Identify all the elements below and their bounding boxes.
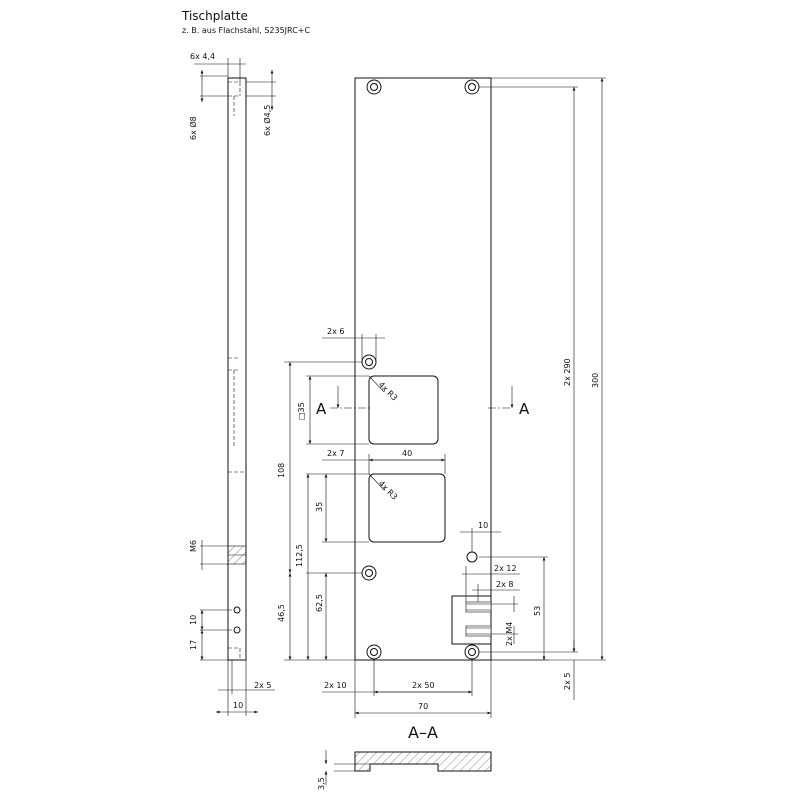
mid-hole-upper [361, 354, 377, 370]
dim-46-5: 46,5 [277, 604, 286, 622]
dim-53: 53 [533, 606, 542, 616]
corner-hole-bottom-right [464, 644, 480, 660]
dim-3-5: 3,5 [317, 777, 326, 790]
dim-2x5-right: 2x 5 [563, 673, 572, 690]
dim-70: 70 [418, 702, 428, 711]
pocket-lower [368, 473, 446, 543]
dim-2x12: 2x 12 [494, 564, 517, 573]
dim-6x-dia8: 6x Ø8 [188, 116, 198, 140]
corner-hole-bottom-left [366, 644, 382, 660]
dim-300: 300 [591, 373, 600, 388]
dim-2x290: 2x 290 [563, 358, 572, 386]
drawing-subtitle: z. B. aus Flachstahl, S235JRC+C [182, 26, 310, 35]
dim-2xm4: 2x M4 [505, 622, 514, 646]
dim-m6: M6 [189, 540, 198, 552]
section-marker-left: A [316, 400, 327, 418]
dim-2x8: 2x 8 [496, 580, 513, 589]
side-view: 6x 4,4 6x Ø8 6x Ø4,5 M6 10 17 2x 5 10 [188, 52, 276, 716]
mid-hole-lower [361, 565, 377, 581]
dim-6x-dia4-5: 6x Ø4,5 [262, 105, 272, 136]
dim-4xr3-upper: 4x R3 [377, 380, 400, 403]
dim-40: 40 [402, 449, 412, 458]
dim-2x6: 2x 6 [327, 327, 344, 336]
dim-4xr3-lower: 4x R3 [377, 479, 400, 502]
side-hole-1 [233, 606, 241, 614]
dim-2x10-bottom: 2x 10 [324, 681, 347, 690]
dim-35: 35 [315, 502, 324, 512]
section-profile [354, 751, 492, 772]
side-view-outline [227, 77, 247, 661]
side-small-hole [466, 551, 478, 563]
dim-108: 108 [277, 463, 286, 478]
pocket-upper [368, 375, 439, 445]
dim-10-side: 10 [189, 615, 198, 625]
corner-hole-top-left [366, 79, 382, 95]
dim-112-5: 112,5 [295, 544, 304, 567]
corner-hole-top-right [464, 79, 480, 95]
plate-outline [354, 77, 492, 661]
dim-square-35: □35 [297, 402, 306, 420]
front-view: A A 2x 6 4x R3 4x R3 □35 2x 7 40 [277, 77, 606, 718]
dim-2x5-side: 2x 5 [254, 681, 271, 690]
dim-2x7: 2x 7 [327, 449, 344, 458]
drawing-title: Tischplatte [181, 9, 248, 23]
section-marker-right: A [519, 400, 530, 418]
dim-6x4-4: 6x 4,4 [190, 52, 215, 61]
dim-10-width: 10 [233, 701, 243, 710]
dim-2x50: 2x 50 [412, 681, 435, 690]
dim-17-side: 17 [189, 640, 198, 650]
dim-10-right: 10 [478, 521, 488, 530]
dim-62-5: 62,5 [315, 594, 324, 612]
section-label: A–A [408, 723, 438, 742]
side-hole-2 [233, 626, 241, 634]
section-view: A–A 3,5 [317, 723, 492, 790]
